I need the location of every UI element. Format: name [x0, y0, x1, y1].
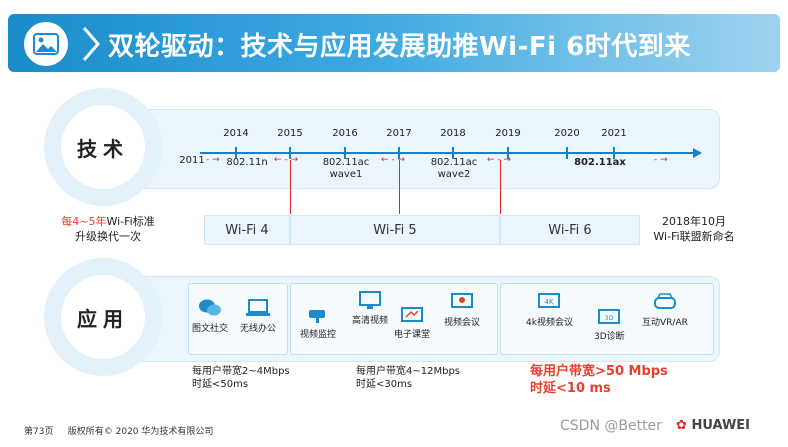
- app-group-wifi4: [188, 283, 288, 355]
- perf-wifi6: 每用户带宽>50 Mbps 时延<10 ms: [530, 364, 668, 396]
- year-2020: 2020: [554, 128, 580, 139]
- gen-wifi4: Wi-Fi 4: [204, 215, 290, 245]
- app-video-conference: 视频会议: [444, 292, 480, 328]
- divider-line: [290, 160, 291, 214]
- red-arrow-icon: ← - →: [274, 155, 299, 165]
- conference-icon: [451, 293, 473, 308]
- timeline-tick: [452, 147, 454, 159]
- year-2018: 2018: [440, 128, 466, 139]
- board-icon: [401, 307, 423, 322]
- apps-circle: 应用: [44, 258, 162, 376]
- divider-line: [500, 160, 501, 214]
- year-2019: 2019: [495, 128, 521, 139]
- csdn-watermark: CSDN @Better: [560, 418, 662, 434]
- year-2015: 2015: [277, 128, 303, 139]
- tech-band: [96, 109, 720, 189]
- gen-wifi6: Wi-Fi 6: [500, 215, 640, 245]
- timeline-tick: [289, 147, 291, 159]
- svg-text:4K: 4K: [545, 298, 554, 306]
- wifi-generation-bar: Wi-Fi 4 Wi-Fi 5 Wi-Fi 6: [204, 215, 640, 245]
- title-badge: [24, 22, 68, 66]
- image-icon: [33, 33, 59, 55]
- red-arrow-icon: - →: [654, 155, 668, 165]
- copyright: 版权所有© 2020 华为技术有限公司: [67, 427, 214, 437]
- perf-wifi4: 每用户带宽2~4Mbps 时延<50ms: [192, 366, 290, 390]
- apps-label: 应用: [61, 275, 145, 359]
- app-vr-ar: 互动VR/AR: [642, 292, 688, 328]
- app-group-wifi6: [500, 283, 714, 355]
- year-2014: 2014: [223, 128, 249, 139]
- rename-note: 2018年10月 Wi-Fi联盟新命名: [653, 215, 735, 243]
- 4k-icon: 4K: [538, 293, 561, 308]
- wechat-icon: [199, 299, 221, 316]
- vr-headset-icon: [653, 293, 676, 309]
- page-title: 双轮驱动：技术与应用发展助推Wi-Fi 6时代到来: [108, 32, 691, 62]
- timeline-tick: [507, 147, 509, 159]
- page-number: 第73页: [24, 427, 54, 437]
- red-arrow-icon: - →: [206, 155, 220, 165]
- camera-icon: [309, 310, 325, 323]
- app-wireless-office: 无线办公: [240, 298, 276, 334]
- title-banner: [8, 14, 780, 72]
- timeline-arrow-icon: [693, 148, 702, 158]
- red-arrow-icon: ← - →: [487, 155, 512, 165]
- chevron-right-icon: [82, 27, 100, 61]
- tech-label: 技术: [61, 105, 145, 189]
- huawei-flower-icon: ✿: [676, 418, 687, 433]
- gen-wifi5: Wi-Fi 5: [290, 215, 500, 245]
- std-80211ax: 802.11ax: [574, 157, 626, 168]
- tech-circle: 技术: [44, 88, 162, 206]
- timeline-tick: [235, 147, 237, 159]
- divider-line: [399, 160, 400, 214]
- app-social: 图文社交: [192, 298, 228, 334]
- huawei-logo: ✿ HUAWEI: [676, 418, 751, 433]
- monitor-icon: [359, 291, 381, 309]
- svg-text:3D: 3D: [605, 315, 614, 322]
- app-video-surveillance: 视频监控: [300, 306, 336, 340]
- std-80211ac-wave2: 802.11ac wave2: [430, 157, 478, 180]
- footer: 第73页 版权所有© 2020 华为技术有限公司: [24, 424, 213, 437]
- app-3d-diagnosis: 3D 3D诊断: [594, 308, 625, 342]
- perf-wifi5: 每用户带宽4~12Mbps 时延<30ms: [356, 366, 460, 390]
- red-arrow-icon: ← - →: [381, 155, 406, 165]
- timeline-axis: [200, 152, 696, 154]
- app-e-classroom: 电子课堂: [394, 306, 430, 340]
- year-2021: 2021: [601, 128, 627, 139]
- year-2011: 2011: [179, 155, 205, 166]
- std-80211ac-wave1: 802.11ac wave1: [322, 157, 370, 180]
- 3d-icon: 3D: [598, 309, 621, 324]
- timeline-tick: [344, 147, 346, 159]
- timeline-tick: [398, 147, 400, 159]
- year-2017: 2017: [386, 128, 412, 139]
- laptop-icon: [246, 299, 270, 316]
- std-80211n: 802.11n: [226, 157, 268, 168]
- header: 双轮驱动：技术与应用发展助推Wi-Fi 6时代到来: [0, 0, 788, 82]
- timeline-tick: [566, 147, 568, 159]
- app-hd-video: 高清视频: [352, 290, 388, 326]
- app-4k-conference: 4K 4k视频会议: [526, 292, 573, 328]
- year-2016: 2016: [332, 128, 358, 139]
- timeline-tick: [613, 147, 615, 159]
- upgrade-note: 每4~5年Wi-Fi标准 升级换代一次: [61, 215, 155, 243]
